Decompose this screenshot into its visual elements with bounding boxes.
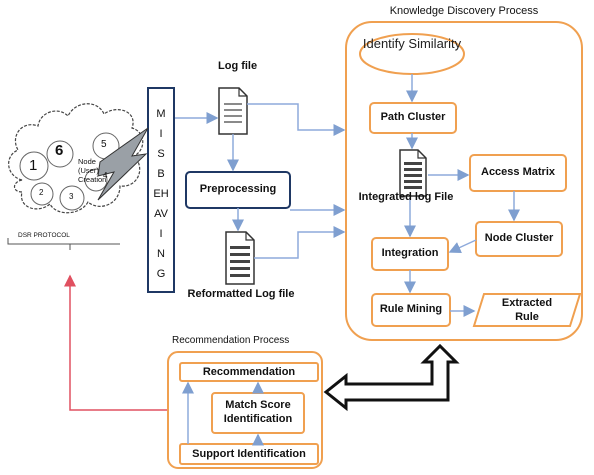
recommendation-node: [179, 362, 319, 382]
dsr-protocol-bracket: [7, 238, 120, 245]
preprocessing-label: Preprocessing: [199, 183, 277, 195]
misbehaving-letter: EH: [153, 188, 169, 200]
recommendation-title: Recommendation Process: [172, 335, 290, 346]
node-3-label: 3: [69, 192, 74, 201]
support-identification-label: Support Identification: [192, 448, 306, 460]
reformatted-log-label: Reformatted Log file: [187, 288, 295, 300]
dsr-protocol-label: DSR PROTOCOL: [18, 232, 70, 239]
support-identification-node: [179, 443, 319, 465]
node-cluster-label: Node Cluster: [484, 232, 554, 244]
access-matrix-label: Access Matrix: [481, 166, 555, 178]
access-matrix-node: [469, 154, 567, 192]
extracted-rule-label: Extracted Rule: [501, 297, 553, 323]
misbehaving-letter: I: [159, 228, 163, 240]
misbehaving-letter: G: [156, 268, 166, 280]
node-creation-label: Node (User) Creation: [78, 157, 107, 184]
integrated-log-label: Integrated log File: [358, 191, 454, 203]
node-5-label: 5: [101, 139, 107, 150]
log-file-icon: [218, 87, 248, 135]
misbehaving-letter: I: [159, 128, 163, 140]
recommendation-arrows: [182, 381, 264, 446]
feedback-arrow: [64, 274, 168, 411]
path-cluster-label: Path Cluster: [380, 111, 446, 123]
node-6-label: 6: [55, 142, 64, 159]
integrated-log-file-icon: [399, 149, 427, 197]
extracted-rule-node: [472, 293, 582, 327]
integration-label: Integration: [381, 247, 439, 259]
knowledge-title: Knowledge Discovery Process: [389, 5, 539, 17]
knowledge-discovery-frame: [345, 21, 583, 341]
misbehaving-box: [147, 87, 175, 293]
reformatted-log-file-icon: [225, 231, 255, 285]
knowledge-arrows: [404, 74, 520, 317]
rule-mining-node: [371, 293, 451, 327]
bidirectional-arrow: [323, 343, 460, 412]
match-score-label: Match Score Identification: [223, 399, 293, 425]
misbehaving-letter: N: [157, 248, 165, 260]
misbehaving-letter: B: [157, 168, 165, 180]
log-flow-arrows: [174, 103, 346, 259]
misbehaving-letter: M: [156, 108, 166, 120]
node-1-label: 1: [29, 157, 38, 174]
recommendation-label: Recommendation: [202, 366, 296, 378]
node-cluster-node: [475, 221, 563, 257]
node-2-label: 2: [39, 188, 44, 197]
rule-mining-label: Rule Mining: [379, 303, 443, 315]
misbehaving-letter: AV: [154, 208, 168, 220]
misbehaving-letter: S: [157, 148, 165, 160]
log-file-label: Log file: [218, 60, 258, 72]
path-cluster-node: [369, 102, 457, 134]
recommendation-frame: [167, 351, 323, 469]
identify-similarity-label: Identify Similarity: [362, 36, 462, 51]
lightning-icon: [97, 127, 149, 201]
node-4-label: 4: [103, 171, 108, 180]
